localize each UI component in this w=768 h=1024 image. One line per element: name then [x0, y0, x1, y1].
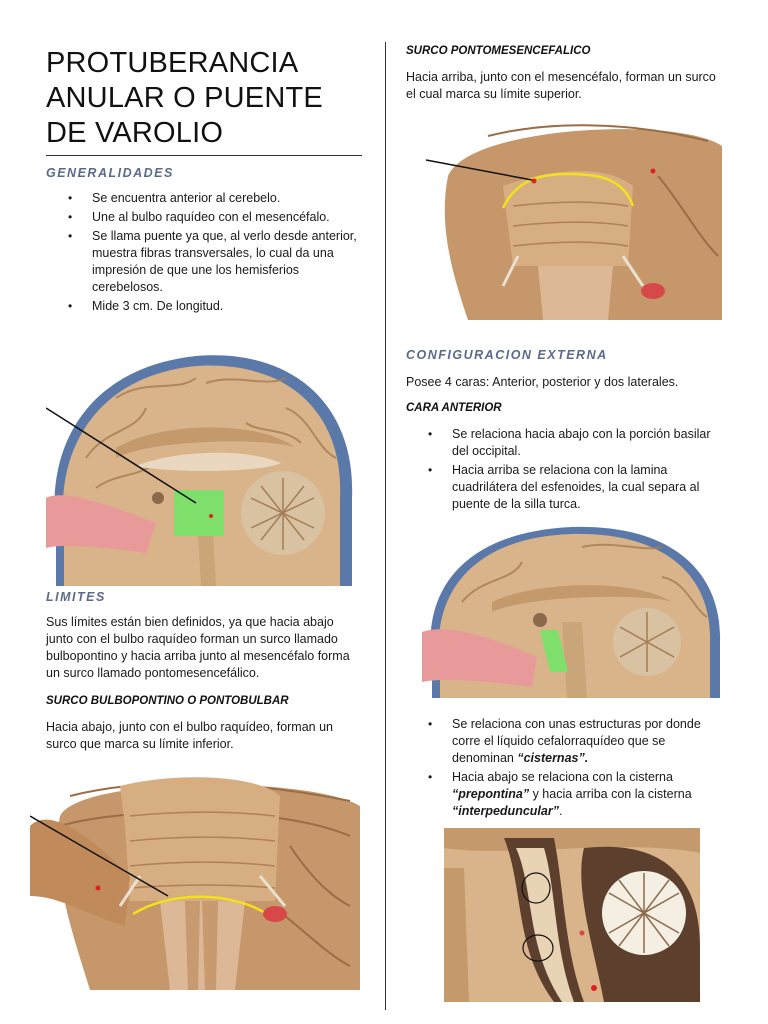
- cisternas-list: Se relaciona con unas estructuras por do…: [406, 716, 722, 820]
- title-rule: [46, 155, 362, 156]
- generalidades-list: Se encuentra anterior al cerebelo. Une a…: [46, 190, 362, 315]
- pointer-arrow: [425, 159, 533, 181]
- sagittal-brain-illustration: [46, 338, 362, 586]
- list-item: Se llama puente ya que, al verlo desde a…: [46, 228, 362, 296]
- cisterns-illustration: [444, 828, 700, 1002]
- sagittal-brain-anterior-illustration: [422, 522, 722, 698]
- list-item: Mide 3 cm. De longitud.: [46, 298, 362, 315]
- limites-text: Sus límites están bien definidos, ya que…: [46, 615, 350, 680]
- subheading-surco-bulbopontino: SURCO BULBOPONTINO O PONTOBULBAR: [46, 695, 289, 707]
- surco-bulbopontino-text: Hacia abajo, junto con el bulbo raquídeo…: [46, 720, 333, 751]
- list-item: Hacia abajo se relaciona con la cisterna…: [406, 769, 722, 820]
- limites-block: LIMITES Sus límites están bien definidos…: [46, 590, 362, 753]
- configuracion-externa-text: Posee 4 caras: Anterior, posterior y dos…: [406, 375, 679, 389]
- section-heading-limites: LIMITES: [46, 590, 106, 604]
- list-item: Une al bulbo raquídeo con el mesencéfalo…: [46, 209, 362, 226]
- cisternas-block: Se relaciona con unas estructuras por do…: [406, 716, 722, 822]
- list-item: Se relaciona con unas estructuras por do…: [406, 716, 722, 767]
- subheading-cara-anterior: CARA ANTERIOR: [406, 402, 502, 414]
- list-item: Hacia arriba se relaciona con la lamina …: [406, 462, 722, 513]
- column-divider: [385, 42, 386, 1010]
- section-heading-configuracion-externa: CONFIGURACION EXTERNA: [406, 348, 608, 362]
- configuracion-block: CONFIGURACION EXTERNA Posee 4 caras: Ant…: [406, 348, 722, 515]
- subheading-surco-pontomesencefalico: SURCO PONTOMESENCEFALICO: [406, 45, 591, 57]
- brainstem-bulbopontine-illustration: [30, 766, 360, 990]
- page-title: PROTUBERANCIA ANULAR O PUENTE DE VAROLIO: [46, 47, 323, 149]
- left-column: PROTUBERANCIA ANULAR O PUENTE DE VAROLIO…: [46, 40, 362, 317]
- surco-pontomesencefalico-text: Hacia arriba, junto con el mesencéfalo, …: [406, 70, 716, 101]
- brainstem-pontomesencephalic-illustration: [428, 116, 722, 320]
- cara-anterior-list: Se relaciona hacia abajo con la porción …: [406, 426, 722, 513]
- right-column: SURCO PONTOMESENCEFALICO Hacia arriba, j…: [406, 40, 722, 103]
- section-heading-generalidades: GENERALIDADES: [46, 166, 174, 180]
- list-item: Se relaciona hacia abajo con la porción …: [406, 426, 722, 460]
- list-item: Se encuentra anterior al cerebelo.: [46, 190, 362, 207]
